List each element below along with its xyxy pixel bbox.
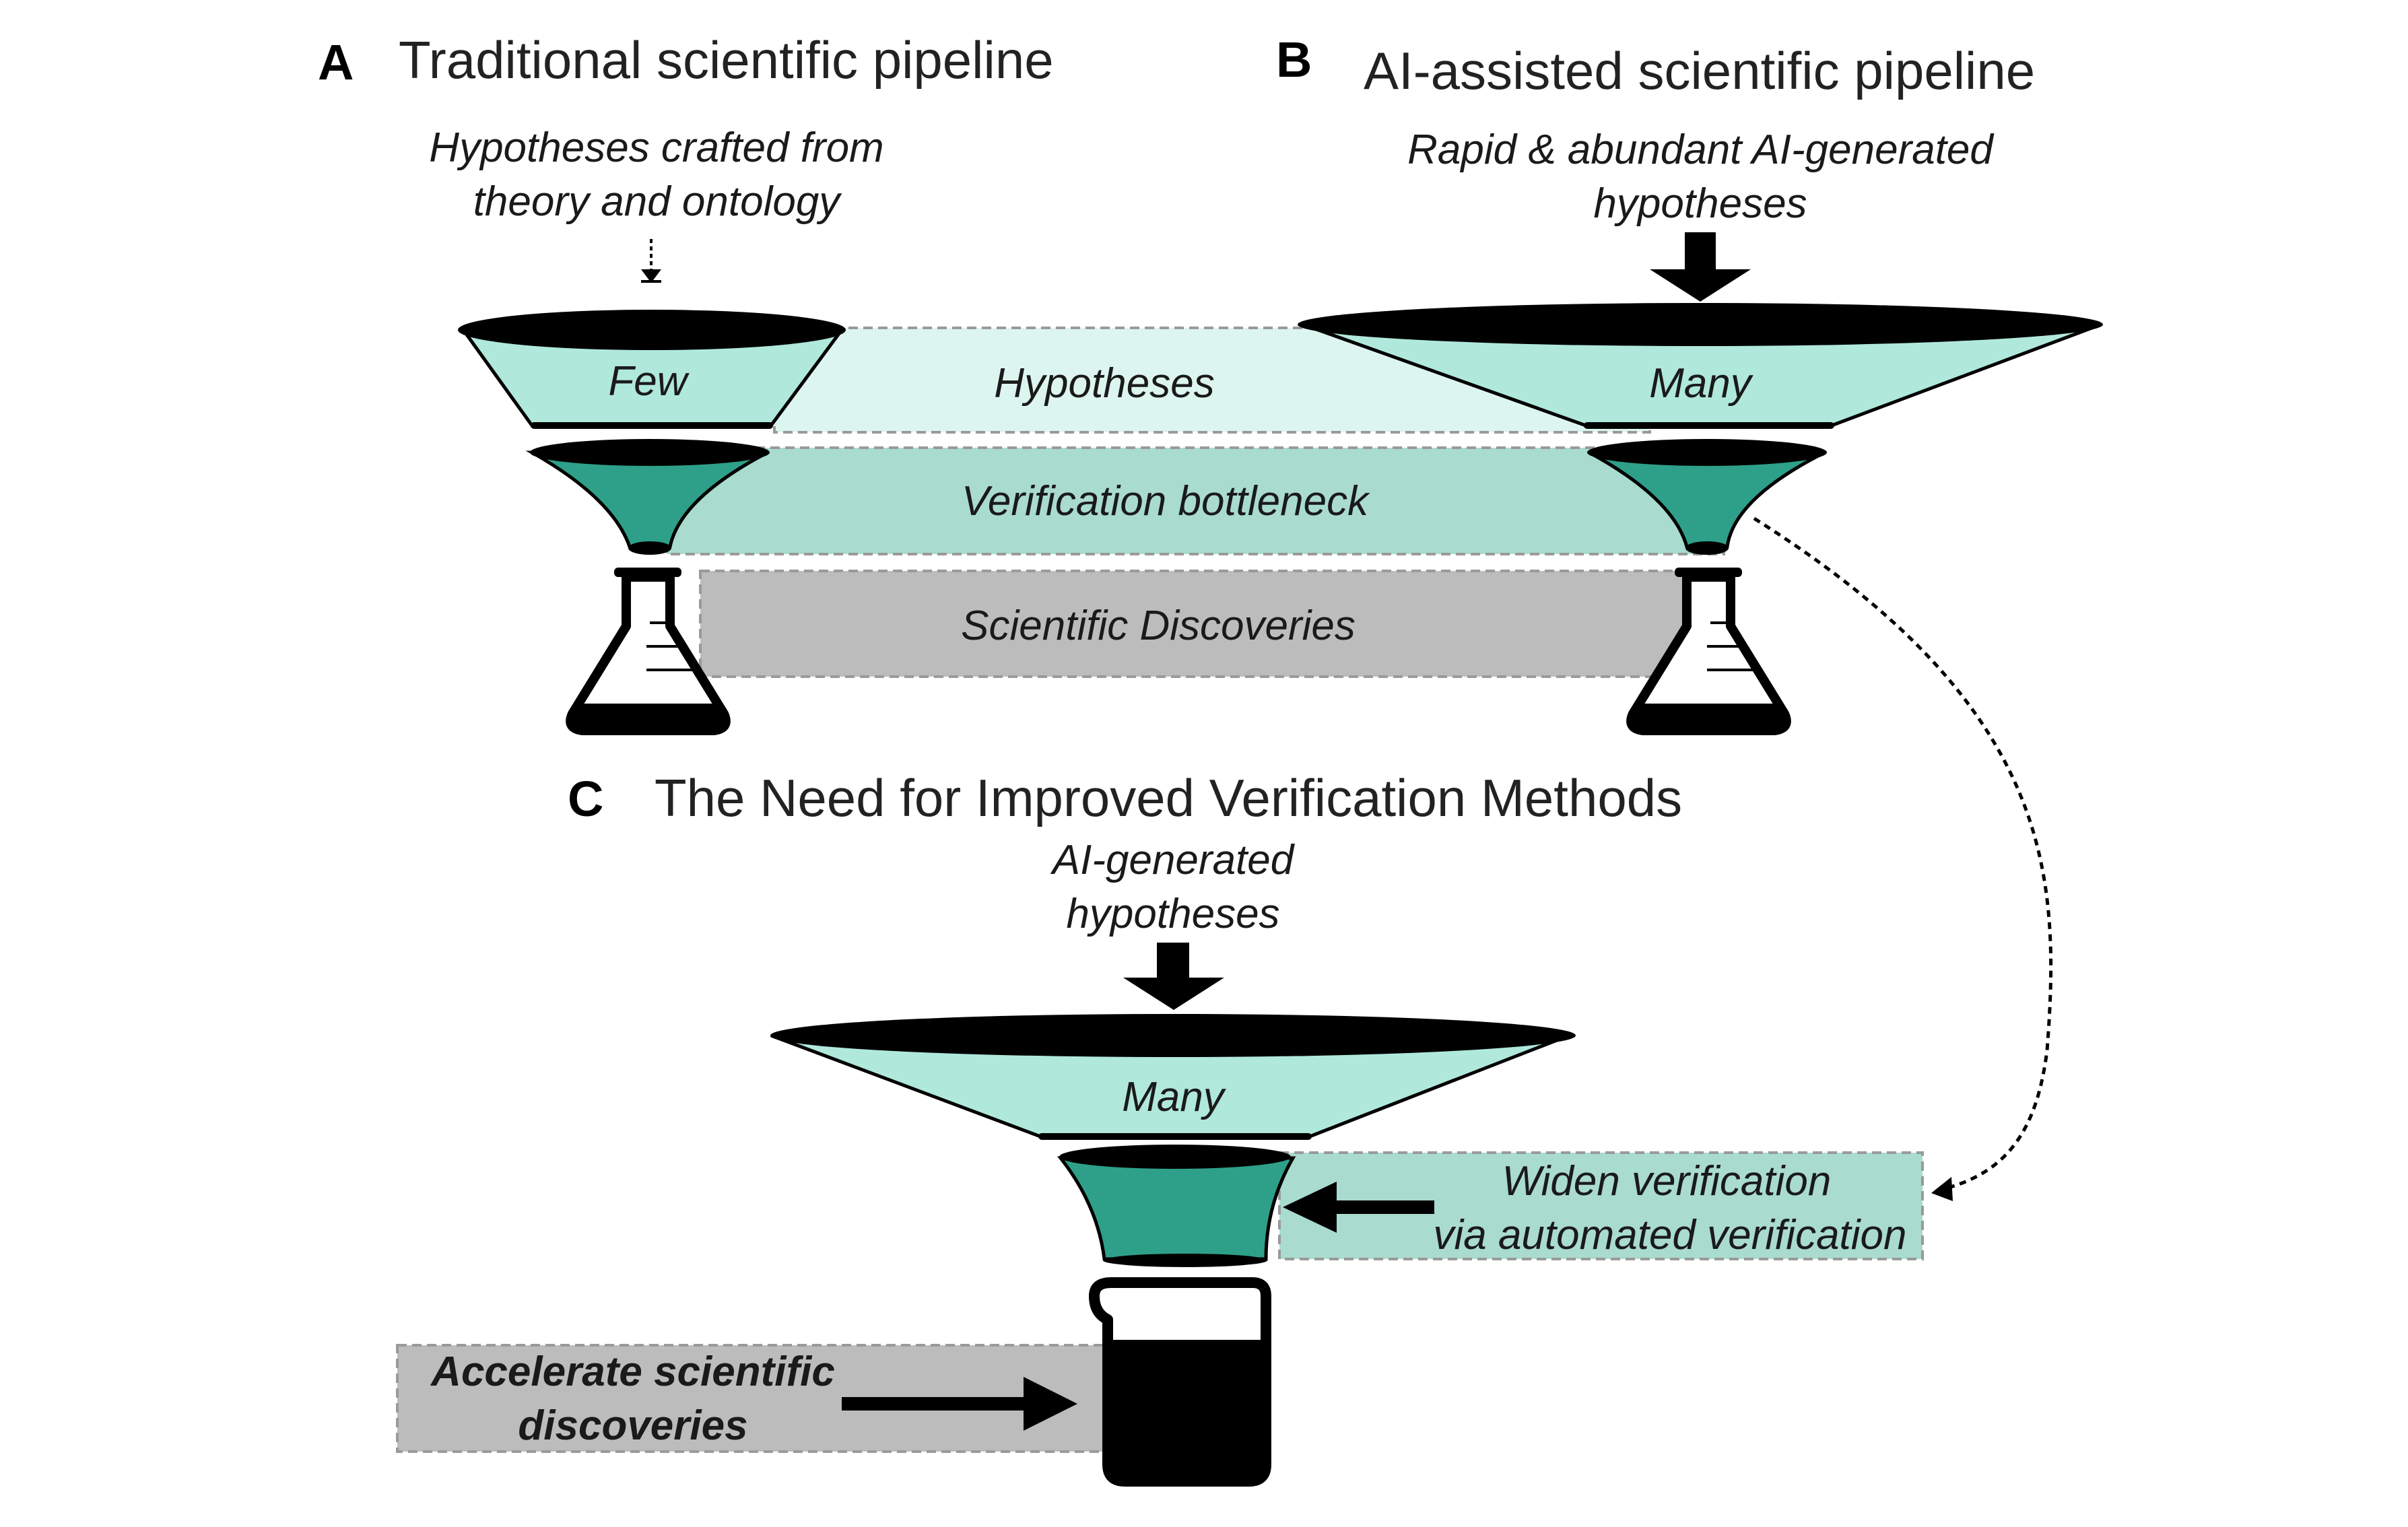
panel-c-title: The Need for Improved Verification Metho… — [655, 768, 1682, 827]
panel-a-input-line1: Hypotheses crafted from — [429, 125, 883, 171]
accelerate-line1: Accelerate scientific — [430, 1349, 835, 1395]
widen-line2: via automated verification — [1433, 1212, 1906, 1258]
widen-line1: Widen verification — [1502, 1158, 1832, 1204]
many-hypotheses-funnel-b-icon — [1298, 303, 2103, 429]
dotted-connector-arrow-icon — [1753, 516, 2053, 1201]
panel-a-input-line2: theory and ontology — [473, 178, 843, 225]
panel-b-input-line2: hypotheses — [1593, 180, 1807, 227]
panel-a-letter: A — [318, 34, 354, 90]
panel-c-input-line1: AI-generated — [1050, 837, 1296, 883]
verification-funnel-b-icon — [1587, 439, 1827, 555]
arrow-down-icon — [1650, 232, 1751, 302]
many-hypotheses-funnel-c-icon — [770, 1014, 1576, 1140]
accelerate-line2: discoveries — [518, 1402, 747, 1449]
widened-verification-funnel-icon — [1057, 1145, 1296, 1267]
hypotheses-band-label: Hypotheses — [994, 360, 1214, 407]
panel-c-input-line2: hypotheses — [1066, 891, 1279, 937]
panel-b-funnel-label: Many — [1649, 360, 1754, 407]
panel-a-title: Traditional scientific pipeline — [399, 30, 1054, 90]
discoveries-band-label: Scientific Discoveries — [961, 603, 1356, 649]
flask-a-icon — [566, 568, 731, 735]
beaker-icon — [1089, 1277, 1271, 1487]
verification-band-label: Verification bottleneck — [962, 478, 1370, 524]
flask-b-icon — [1626, 568, 1791, 735]
verification-funnel-a-icon — [525, 439, 770, 555]
arrow-down-c-icon — [1123, 943, 1224, 1010]
verification-band — [665, 446, 1725, 555]
panel-c-funnel-label: Many — [1122, 1074, 1227, 1120]
panel-c-letter: C — [568, 771, 603, 827]
discoveries-band — [699, 570, 1718, 678]
panel-b-title: AI-assisted scientific pipeline — [1364, 41, 2035, 100]
panel-a-funnel-label: Few — [608, 358, 690, 405]
arrow-left-icon — [1283, 1182, 1434, 1233]
few-hypotheses-funnel-icon — [458, 310, 846, 429]
panel-b-input-line1: Rapid & abundant AI-generated — [1407, 127, 1995, 173]
arrow-right-icon — [842, 1377, 1077, 1431]
panel-b-letter: B — [1276, 32, 1312, 88]
dotted-arrow-icon — [641, 239, 661, 283]
